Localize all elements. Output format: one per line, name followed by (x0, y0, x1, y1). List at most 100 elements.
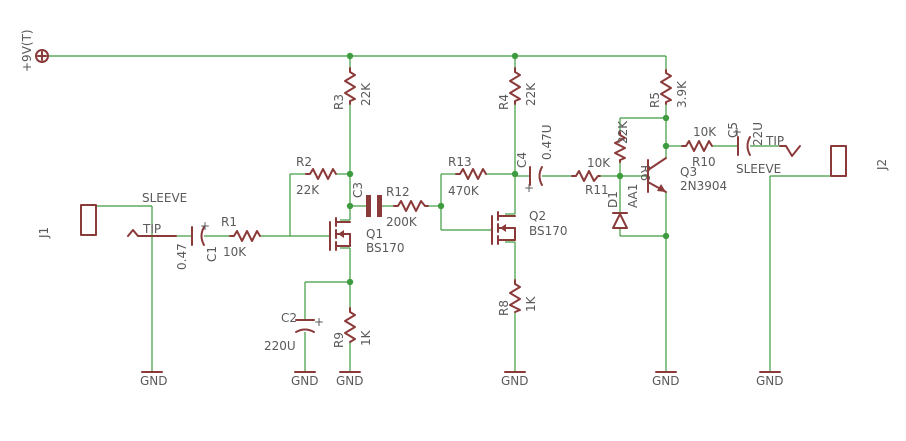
ground-j2: GND (756, 371, 784, 388)
capacitor-c3: C3 (351, 182, 382, 217)
capacitor-c1-name: C1 (205, 246, 219, 262)
capacitor-c4-value: 0.47U (540, 124, 554, 160)
capacitor-c2-name: C2 (281, 311, 297, 325)
capacitor-c2-value: 220U (264, 339, 296, 353)
resistor-r10: 10K R10 (681, 125, 717, 169)
resistor-r2: R2 22K (296, 155, 337, 197)
junctions (346, 52, 670, 286)
transistor-q3-name: Q3 (680, 165, 697, 179)
resistor-r4-name: R4 (497, 94, 511, 110)
resistor-r13-name: R13 (448, 155, 472, 169)
ground-r9: GND (336, 371, 364, 388)
connector-j1-sleeve: SLEEVE (142, 191, 187, 205)
svg-text:+: + (524, 181, 534, 195)
junction (511, 170, 519, 178)
resistor-r6-value: 22K (616, 120, 630, 144)
transistor-q1-name: Q1 (366, 227, 383, 241)
capacitor-c4-name: C4 (515, 152, 529, 168)
junction (346, 52, 354, 60)
resistor-r2-value: 22K (296, 183, 320, 197)
ground-r8: GND (501, 371, 529, 388)
ground-symbols: GND GND GND GND GND GND (140, 371, 784, 388)
resistor-icon (614, 131, 626, 163)
resistor-r4-value: 22K (524, 82, 538, 106)
jack-icon (80, 204, 97, 236)
junction (662, 114, 670, 122)
resistor-r5-value: 3.9K (675, 80, 689, 108)
resistor-icon (455, 168, 487, 180)
resistor-icon (305, 168, 337, 180)
connector-j2-tip: TIP (765, 134, 784, 148)
resistor-r1-value: 10K (223, 245, 247, 259)
resistor-r11-name: R11 (585, 183, 609, 197)
resistor-r3-value: 22K (359, 82, 373, 106)
junction (437, 202, 445, 210)
capacitor-c5-name: C5 (726, 122, 740, 138)
capacitor-c4: + C4 0.47U (515, 124, 554, 195)
connector-j2-name: J2 (875, 159, 889, 171)
junction (662, 232, 670, 240)
resistor-icon (681, 140, 713, 152)
power-terminal-icon (35, 49, 49, 63)
resistor-r6-name: R6 (638, 165, 652, 181)
resistor-r10-name: R10 (692, 155, 716, 169)
resistor-icon (229, 230, 261, 242)
connector-j1-name: J1 (37, 227, 51, 239)
resistor-r8-name: R8 (497, 300, 511, 316)
capacitor-c1: + C1 0.47 (175, 219, 219, 270)
jack-icon (830, 145, 847, 177)
capacitor-c3-name: C3 (351, 182, 365, 198)
transistor-q2-part: BS170 (529, 224, 568, 238)
power-supply: +9V(T) (20, 29, 49, 72)
resistor-r5: R5 3.9K (648, 69, 689, 108)
resistor-icon (660, 69, 672, 105)
resistor-r4: R4 22K (497, 67, 538, 110)
ground-q3: GND (652, 371, 680, 388)
resistor-icon (344, 307, 356, 343)
resistor-r11-value: 10K (587, 156, 611, 170)
resistor-icon (509, 67, 521, 105)
capacitor-icon (366, 195, 371, 217)
resistor-r5-name: R5 (648, 92, 662, 108)
resistor-r2-name: R2 (296, 155, 312, 169)
diode-icon (612, 213, 628, 229)
connector-j1: J1 SLEEVE TIP (37, 191, 187, 239)
resistor-r13: R13 470K (448, 155, 487, 198)
transistor-q1: Q1 BS170 (329, 217, 405, 255)
transistor-q1-part: BS170 (366, 241, 405, 255)
capacitor-c5-value: 22U (751, 122, 765, 146)
capacitor-c1-value: 0.47 (175, 243, 189, 270)
connector-j1-tip: TIP (142, 222, 161, 236)
junction (346, 170, 354, 178)
connector-j2: J2 SLEEVE TIP (736, 134, 889, 177)
resistor-r10-value: 10K (693, 125, 717, 139)
junction (511, 52, 519, 60)
transistor-q2-name: Q2 (529, 209, 546, 223)
ground-c2: GND (291, 371, 319, 388)
resistor-r13-value: 470K (448, 184, 480, 198)
resistor-r9-name: R9 (332, 332, 346, 348)
svg-text:+: + (200, 219, 210, 233)
junction (662, 142, 670, 150)
ground-label: GND (140, 374, 168, 388)
resistor-r9: R9 1K (332, 307, 373, 348)
resistor-r3-name: R3 (332, 94, 346, 110)
transistor-q3-part: 2N3904 (680, 179, 727, 193)
transistor-q2: Q2 BS170 (491, 209, 568, 245)
resistor-r1-name: R1 (221, 215, 237, 229)
ground-label: GND (652, 374, 680, 388)
ground-j1: GND (140, 371, 168, 388)
wires (48, 55, 830, 372)
power-label: +9V(T) (20, 29, 34, 72)
connector-j2-sleeve: SLEEVE (736, 162, 781, 176)
resistor-icon (571, 170, 601, 182)
junction (346, 202, 354, 210)
resistor-r12-name: R12 (386, 185, 410, 199)
resistor-icon (509, 279, 521, 313)
ground-label: GND (501, 374, 529, 388)
resistor-r12: R12 200K (386, 185, 429, 229)
transistor-q3: Q3 2N3904 (647, 157, 727, 193)
resistor-r1: R1 10K (221, 215, 261, 259)
resistor-r3: R3 22K (332, 67, 373, 110)
